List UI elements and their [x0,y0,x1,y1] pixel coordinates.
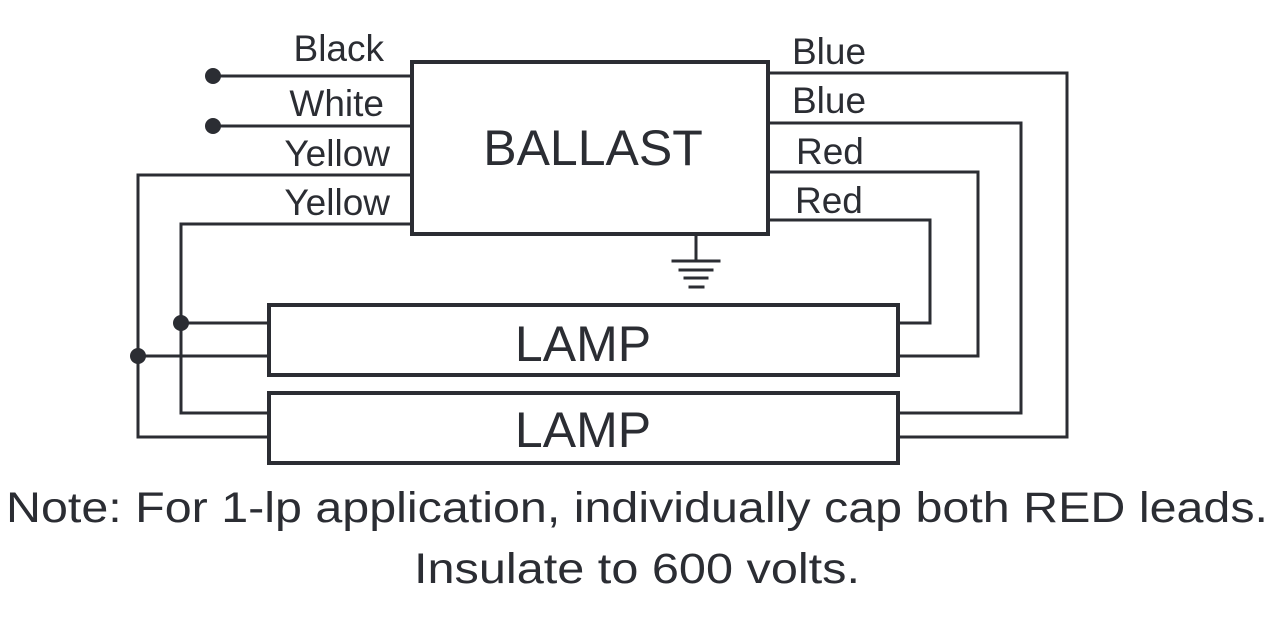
white-lead-label: White [289,83,384,124]
blue-lead-1-label: Blue [792,31,866,72]
yellow-lead-2-label: Yellow [284,182,390,223]
ballast-box [410,60,770,236]
lamp-2-label: LAMP [515,402,651,458]
note-line-1: Note: For 1-lp application, individually… [6,484,1268,532]
blue-lead-1-wire [766,71,1069,439]
lamp-1-label: LAMP [515,316,651,372]
yellow-lead-1-label: Yellow [284,133,390,174]
blue-lead-2-label: Blue [792,80,866,121]
lamp-1-box [267,303,900,377]
ballast-label: BALLAST [483,120,703,176]
red-lead-1-label: Red [796,131,864,172]
yellow-1-junction [130,348,146,364]
black-lead-terminal [205,68,221,84]
lamp-2-box [267,391,900,465]
red-lead-2-wire [766,218,932,325]
ground-icon [671,234,721,289]
blue-lead-2-wire [766,121,1023,415]
white-lead-terminal [205,118,221,134]
red-lead-1-wire [766,170,980,358]
black-lead-label: Black [294,28,385,69]
note-line-2: Insulate to 600 volts. [414,545,860,593]
yellow-lead-1-wire [136,173,414,439]
yellow-2-junction [173,315,189,331]
red-lead-2-label: Red [795,180,863,221]
